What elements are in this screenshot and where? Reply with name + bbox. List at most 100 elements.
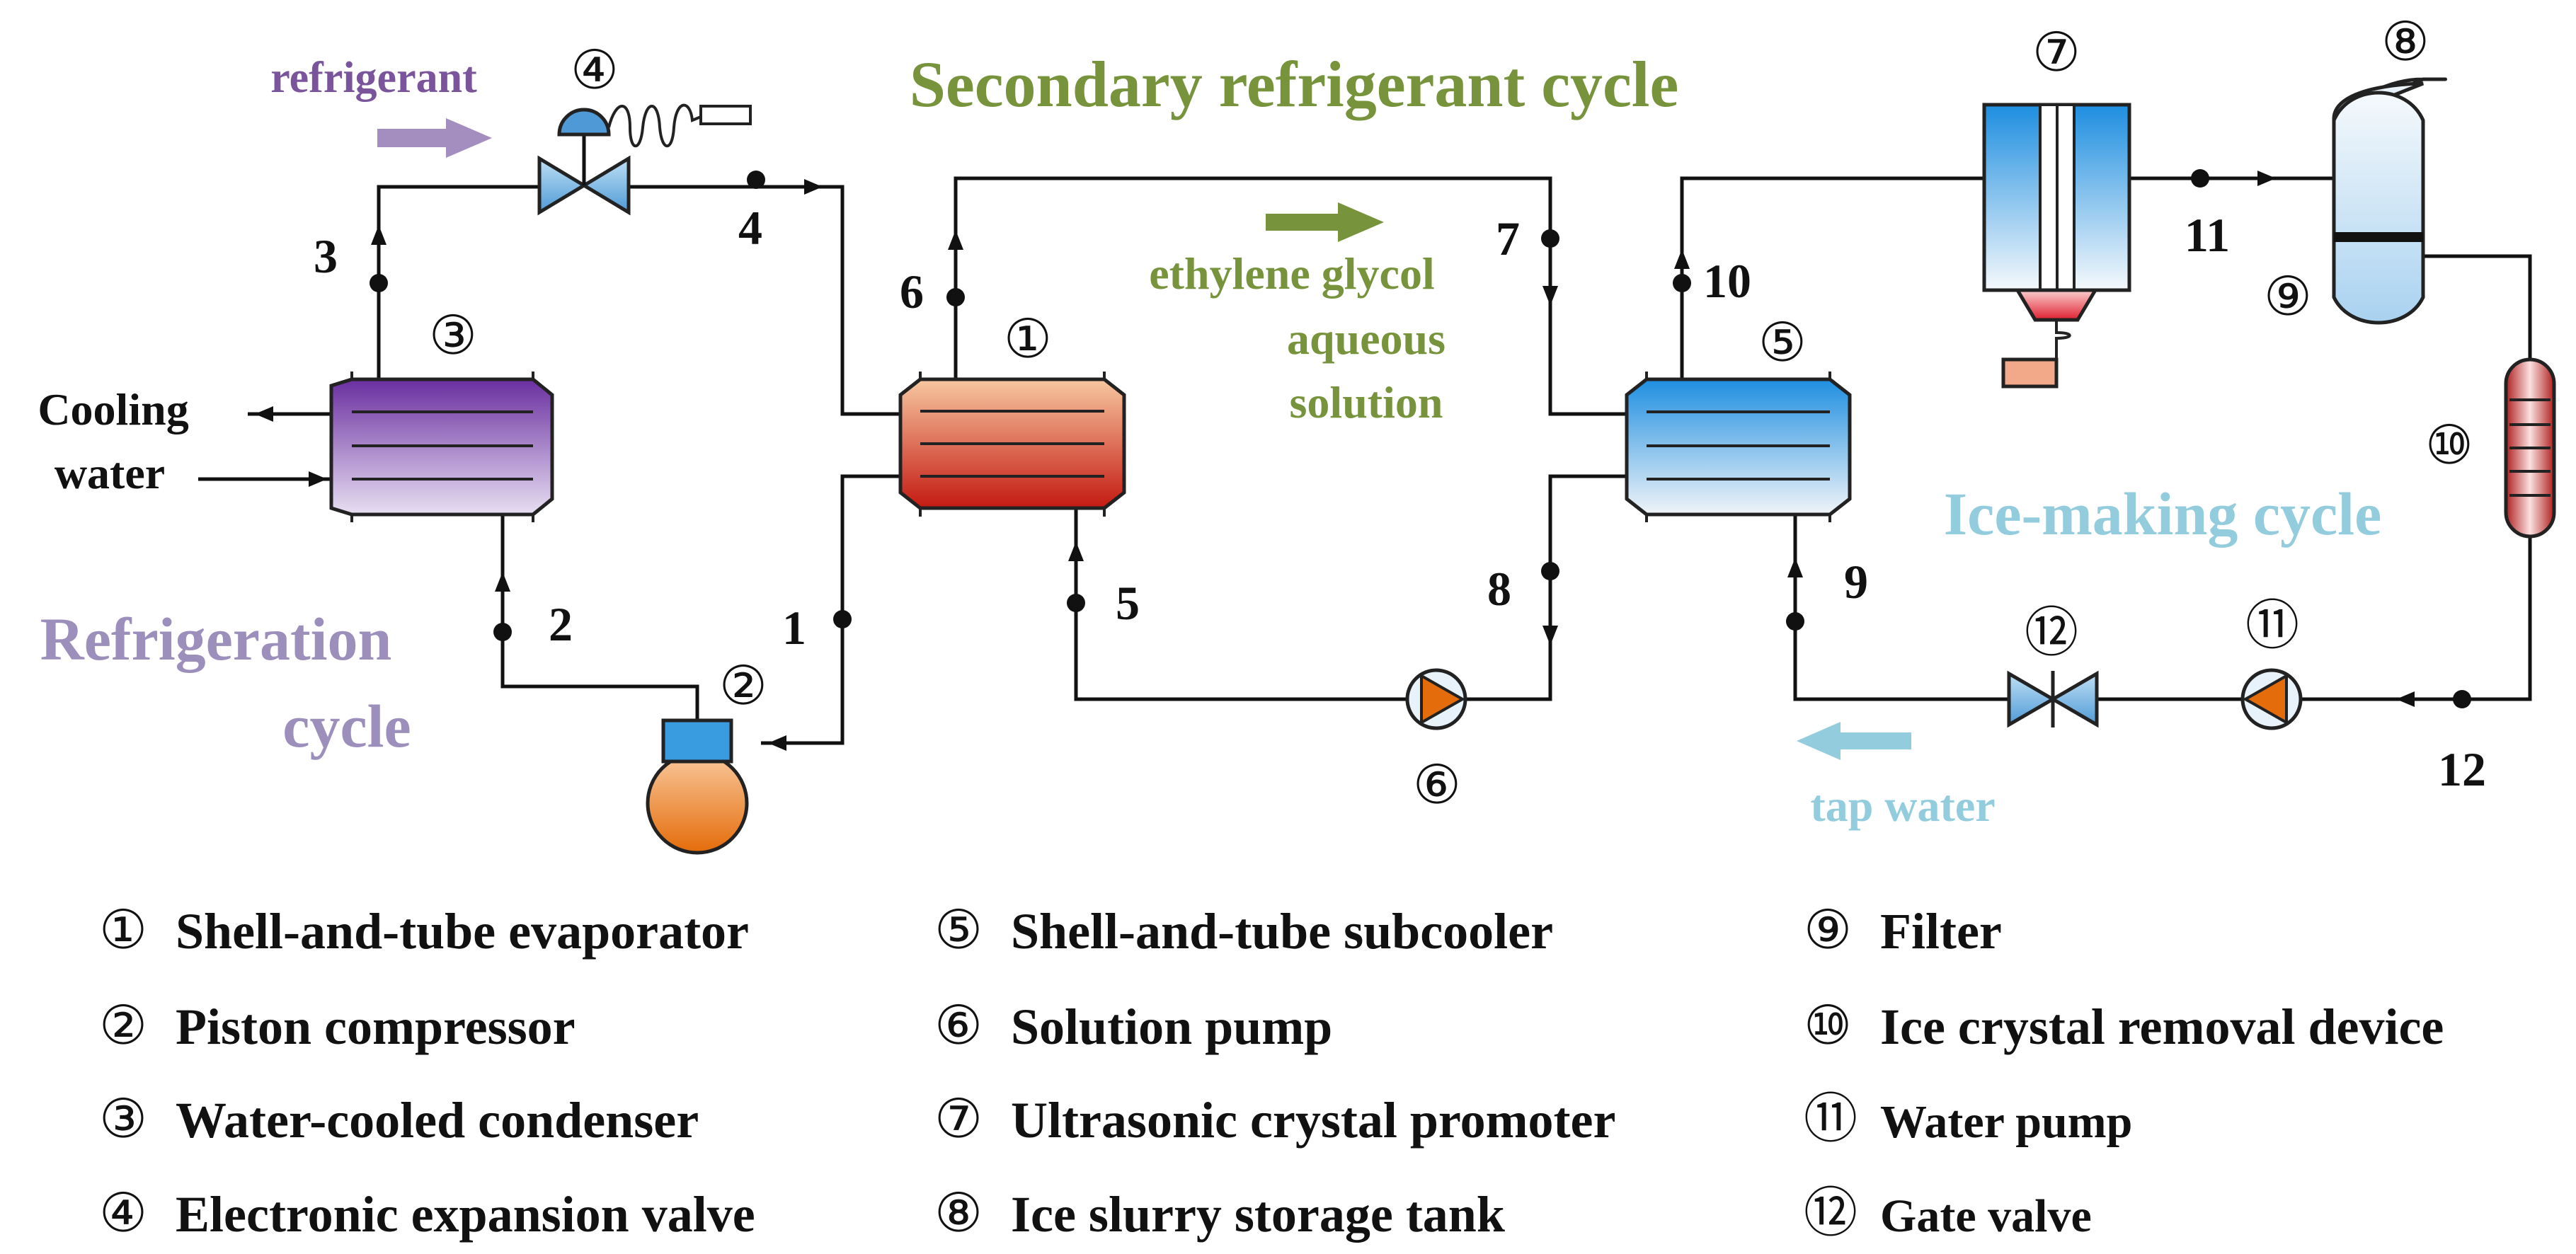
tap-water-label: tap water: [1810, 781, 1995, 831]
legend-item: ⑤ Shell-and-tube subcooler: [934, 898, 1553, 961]
state-point-3: 3: [314, 229, 338, 283]
glycol-label-line3: solution: [1290, 377, 1443, 427]
legend-num: ①: [99, 898, 147, 961]
arrow-point-8: [1542, 626, 1558, 645]
legend-text: Shell-and-tube subcooler: [1011, 903, 1553, 960]
legend-text: Ice crystal removal device: [1880, 999, 2444, 1055]
state-point-9: 9: [1844, 555, 1868, 609]
dot-10: [1673, 274, 1691, 292]
legend-text: Ice slurry storage tank: [1011, 1186, 1505, 1243]
marker-evaporator: ①: [1004, 307, 1052, 370]
dot-1: [833, 610, 852, 628]
arrow-point-7: [1542, 286, 1558, 306]
cooling-water-label-line1: Cooling: [38, 384, 188, 435]
glycol-label-line2: aqueous: [1287, 314, 1446, 364]
legend-item: ⑦ Ultrasonic crystal promoter: [934, 1087, 1615, 1150]
marker-storage-tank: ⑧: [2381, 10, 2429, 73]
flow-arrowheads: [255, 171, 2415, 751]
state-point-12: 12: [2438, 742, 2486, 796]
dot-8: [1541, 562, 1559, 580]
arrow-point-1: [768, 735, 786, 751]
state-point-dots: [370, 169, 2471, 708]
legend-num: ⑫: [1804, 1181, 1857, 1244]
dot-5: [1067, 594, 1085, 612]
legend-item: ② Piston compressor: [99, 994, 576, 1057]
legend-num: ⑥: [934, 994, 983, 1057]
arrow-cooling-water-in: [309, 471, 327, 487]
refrigeration-cycle-title-line2: cycle: [282, 692, 411, 760]
state-point-7: 7: [1496, 212, 1520, 265]
legend-text: Solution pump: [1011, 999, 1332, 1055]
state-point-11: 11: [2185, 208, 2230, 262]
legend-num: ⑧: [934, 1181, 983, 1244]
legend-text: Electronic expansion valve: [176, 1186, 755, 1243]
arrow-point-9: [1787, 558, 1803, 577]
dot-7: [1541, 229, 1559, 248]
state-point-2: 2: [549, 597, 573, 651]
ultrasonic-crystal-promoter: [1982, 103, 2131, 389]
secondary-cycle-title: Secondary refrigerant cycle: [910, 48, 1679, 120]
dot-12: [2453, 690, 2471, 708]
marker-expansion-valve: ④: [571, 38, 619, 101]
state-point-10: 10: [1703, 254, 1751, 308]
arrow-point-4: [804, 179, 823, 195]
shell-and-tube-evaporator: [898, 372, 1126, 517]
legend-num: ⑨: [1804, 898, 1852, 961]
arrow-point-12: [2396, 691, 2415, 707]
glycol-label-line1: ethylene glycol: [1149, 248, 1434, 299]
marker-compressor: ②: [719, 654, 767, 717]
water-cooled-condenser: [329, 372, 554, 522]
legend-num: ②: [99, 994, 147, 1057]
dot-11: [2191, 169, 2209, 188]
dot-4: [747, 171, 765, 189]
arrow-point-10: [1674, 249, 1690, 269]
marker-water-pump: ⑪: [2245, 594, 2299, 657]
legend-item: ⑧ Ice slurry storage tank: [934, 1181, 1505, 1244]
solution-pump: [1405, 668, 1467, 730]
marker-gate-valve: ⑫: [2025, 601, 2078, 664]
legend-num: ⑤: [934, 898, 983, 961]
cooling-water-pipes: [198, 412, 331, 481]
legend-item: ① Shell-and-tube evaporator: [99, 898, 749, 961]
marker-filter: ⑨: [2264, 265, 2312, 328]
cooling-water-label-line2: water: [55, 448, 165, 498]
legend-item: ④ Electronic expansion valve: [99, 1181, 755, 1244]
arrow-point-6: [948, 230, 963, 250]
dot-9: [1786, 612, 1804, 631]
legend-text: Piston compressor: [176, 999, 576, 1055]
component-markers: ① ② ③ ④ ⑤ ⑥ ⑦ ⑧ ⑨ ⑩ ⑪ ⑫: [429, 10, 2473, 816]
legend-num: ⑪: [1804, 1087, 1857, 1150]
arrow-point-3: [371, 225, 387, 245]
refrigeration-cycle-title-line1: Refrigeration: [40, 605, 392, 673]
refrigerant-loop-pipes: [377, 185, 900, 745]
legend-text: Filter: [1880, 903, 2002, 960]
legend-text: Ultrasonic crystal promoter: [1011, 1092, 1615, 1149]
legend-item: ⑥ Solution pump: [934, 994, 1332, 1057]
legend-text: Shell-and-tube evaporator: [176, 903, 749, 960]
tap-water-flow-arrow: [1797, 722, 1911, 760]
arrow-point-5: [1068, 541, 1084, 561]
marker-condenser: ③: [429, 304, 477, 367]
legend-text: Gate valve: [1880, 1190, 2092, 1242]
gate-valve: [2007, 670, 2099, 728]
electronic-expansion-valve: [537, 103, 752, 216]
arrow-point-2: [495, 572, 510, 592]
arrow-point-11: [2257, 171, 2276, 186]
legend-item: ⑪ Water pump: [1804, 1087, 2132, 1150]
legend-item: ③ Water-cooled condenser: [99, 1087, 699, 1150]
ice-making-cycle-title: Ice-making cycle: [1944, 480, 2382, 548]
legend-num: ⑦: [934, 1087, 983, 1150]
state-point-6: 6: [900, 265, 924, 318]
refrigerant-label: refrigerant: [270, 54, 477, 102]
legend-num: ④: [99, 1181, 147, 1244]
legend-num: ③: [99, 1087, 147, 1150]
legend-item: ⑫ Gate valve: [1804, 1181, 2092, 1244]
state-point-4: 4: [738, 201, 762, 255]
legend-text: Water pump: [1880, 1096, 2132, 1148]
legend-item: ⑩ Ice crystal removal device: [1804, 994, 2444, 1057]
legend-num: ⑩: [1804, 994, 1852, 1057]
state-point-8: 8: [1487, 562, 1511, 616]
marker-crystal-promoter: ⑦: [2032, 21, 2080, 84]
